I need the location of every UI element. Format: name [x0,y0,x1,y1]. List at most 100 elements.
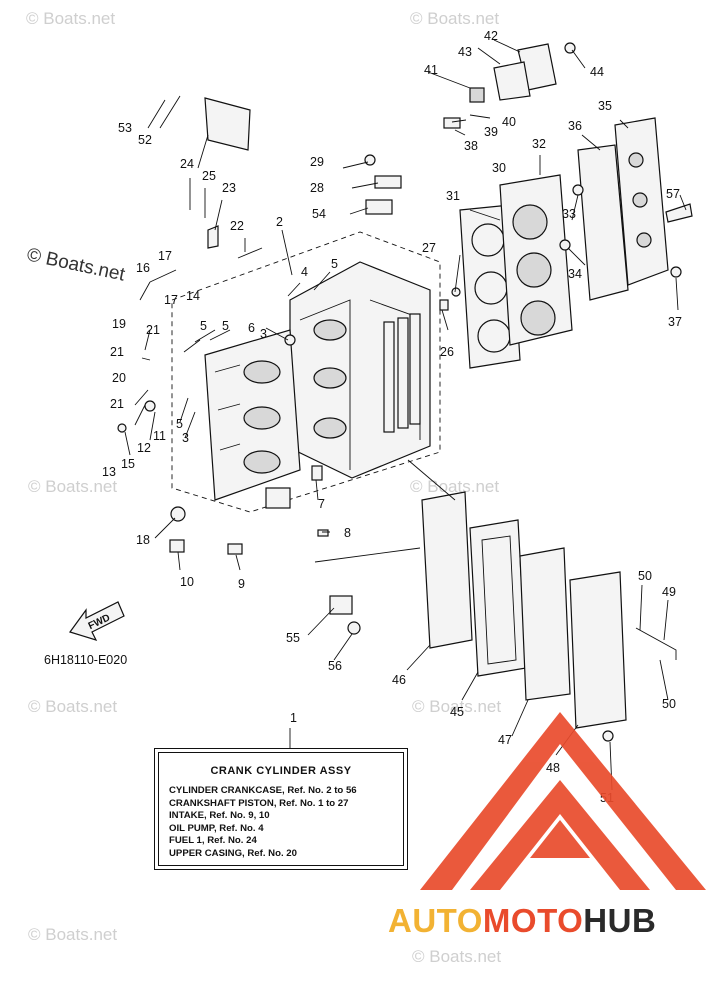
callout-label: 19 [112,317,126,331]
plug-18 [170,506,186,522]
callout-label: 54 [312,207,326,221]
bolt-10 [169,539,185,553]
bolt-29 [364,154,376,166]
bolt-37 [670,266,682,278]
dowel-7 [311,465,323,481]
callout-label: 35 [598,99,612,113]
legend-title: CRANK CYLINDER ASSY [210,765,352,777]
callout-label: 5 [331,257,338,271]
callout-label: 16 [136,261,150,275]
legend-box: CRANK CYLINDER ASSY CYLINDER CRANKCASE, … [158,752,404,866]
watermark-group: © Boats.net © Boats.net © Boats.net © Bo… [25,9,501,966]
bolt-33 [559,239,571,251]
callout-label: 14 [186,289,200,303]
callout-label: 18 [136,533,150,547]
washer-12 [144,400,156,412]
callout-label: 53 [118,121,132,135]
callout-label: 28 [310,181,324,195]
hose [635,627,677,660]
callout-label: 33 [562,207,576,221]
watermark: © Boats.net [26,9,115,28]
callout-label: 52 [138,133,152,147]
brand-part-auto: AUTO [388,902,483,939]
bolt-27 [451,287,461,297]
intake-cover [569,571,627,729]
callout-label: 1 [290,711,297,725]
callout-label: 49 [662,585,676,599]
bolt-56 [347,621,361,635]
bolt-9 [227,543,243,555]
callout-label: 10 [180,575,194,589]
callout-label: 57 [666,187,680,201]
assembly-outline [171,231,441,513]
legend-line: INTAKE, Ref. No. 9, 10 [169,810,270,822]
watermark: © Boats.net [410,9,499,28]
reed-gasket [519,547,571,701]
callout-label: 9 [238,577,245,591]
callout-label: 36 [568,119,582,133]
callout-label: 55 [286,631,300,645]
callout-label: 12 [137,441,151,455]
cylinder-head [499,174,573,346]
callout-label: 44 [590,65,604,79]
callout-label: 34 [568,267,582,281]
callout-label: 21 [110,397,124,411]
callout-label: 2 [276,215,283,229]
brand-wordmark: AUTOMOTOHUB [388,902,656,940]
clamp-54 [365,199,393,215]
watermark: © Boats.net [28,477,117,496]
spark-plug-57 [665,203,693,223]
callout-label: 29 [310,155,324,169]
callout-label: 31 [446,189,460,203]
automotohub-logo-icon [420,712,706,890]
callout-label: 3 [260,327,267,341]
head-cover-gasket [577,144,629,301]
crankcase-block [289,261,431,479]
callout-label: 20 [112,371,126,385]
brand-part-moto: MOTO [482,902,584,939]
oil-pump-bracket [265,487,291,509]
callout-label: 25 [202,169,216,183]
callout-label: 45 [450,705,464,719]
callout-label: 50 [638,569,652,583]
callout-label: 27 [422,241,436,255]
callout-label: 30 [492,161,506,175]
bracket-23 [207,225,219,249]
callout-label: 17 [158,249,172,263]
diagram-code: 6H18110-E020 [44,653,127,667]
head-cover [614,117,669,286]
callout-label: 13 [102,465,116,479]
callout-label: 39 [484,125,498,139]
callout-label: 41 [424,63,438,77]
crankcase-lower-half [204,329,301,501]
callout-label: 23 [222,181,236,195]
thermostat [469,87,485,103]
callout-label: 48 [546,761,560,775]
legend-line: CRANKSHAFT PISTON, Ref. No. 1 to 27 [169,797,349,809]
callout-label: 38 [464,139,478,153]
watermark: © Boats.net [28,925,117,944]
clamp-28 [374,175,402,189]
callout-label: 50 [662,697,676,711]
watermark: © Boats.net [410,477,499,496]
callout-label: 21 [146,323,160,337]
callout-label: 11 [153,429,166,443]
callout-label: 3 [182,431,189,445]
callout-label: 42 [484,29,498,43]
callout-label: 56 [328,659,342,673]
pin-8 [317,529,329,537]
callout-label: 32 [532,137,546,151]
callout-label: 5 [222,319,229,333]
grommet [443,117,461,129]
stud-22 [237,247,263,259]
watermark: © Boats.net [28,697,117,716]
callout-label: 4 [301,265,308,279]
bolt-13 [117,423,127,433]
legend-lines: CYLINDER CRANKCASE, Ref. No. 2 to 56 CRA… [169,785,357,861]
callout-labels: 1 2 3 3 4 5 5 5 5 6 7 8 9 10 11 12 13 14… [102,29,682,805]
callout-label: 40 [502,115,516,129]
bracket [204,97,251,151]
callout-label: 21 [110,345,124,359]
fwd-arrow-icon: FWD [69,601,125,641]
